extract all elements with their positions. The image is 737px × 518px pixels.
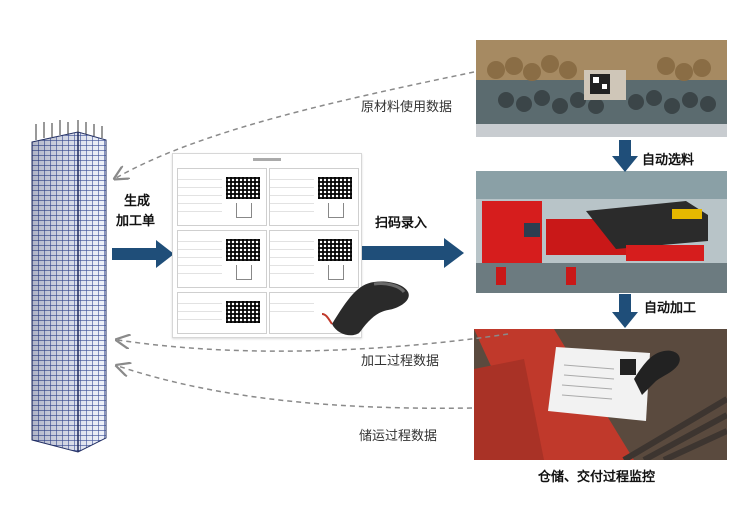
raw-material-photo: [476, 40, 727, 137]
raw-material-data-label: 原材料使用数据: [361, 100, 453, 115]
storage-delivery-photo: [474, 329, 727, 460]
qr-code-icon: [318, 239, 352, 261]
order-card: [269, 168, 359, 226]
order-card: [269, 230, 359, 288]
qr-code-icon: [318, 177, 352, 199]
sheet-title-line: [253, 158, 281, 161]
transport-data-label: 储运过程数据: [359, 429, 438, 444]
scan-entry-label: 扫码录入: [375, 216, 428, 231]
order-card: [177, 168, 267, 226]
order-card: [177, 292, 267, 334]
qr-code-icon: [226, 239, 260, 261]
qr-code-icon: [226, 301, 260, 323]
process-data-arrow: [118, 333, 509, 352]
barcode-scanner-icon: [321, 281, 409, 336]
transport-data-arrow: [118, 366, 473, 409]
auto-processing-machine-photo: [476, 171, 727, 293]
rebar-cage-model: [31, 120, 107, 453]
order-card: [177, 230, 267, 288]
scan-entry-arrow: [362, 238, 464, 268]
qr-code-icon: [226, 177, 260, 199]
generate-order-label-line1: 生成: [124, 194, 151, 209]
auto-process-arrow: [612, 294, 638, 328]
generate-order-label-line2: 加工单: [116, 214, 156, 229]
raw-material-data-arrow: [116, 71, 475, 178]
process-data-label: 加工过程数据: [361, 354, 440, 369]
auto-select-label: 自动选料: [642, 153, 695, 168]
generate-order-arrow: [112, 240, 174, 268]
storage-delivery-monitor-label: 仓储、交付过程监控: [538, 470, 656, 485]
auto-select-arrow: [612, 140, 638, 172]
auto-process-label: 自动加工: [644, 301, 697, 316]
processing-order-sheet: [172, 153, 362, 338]
